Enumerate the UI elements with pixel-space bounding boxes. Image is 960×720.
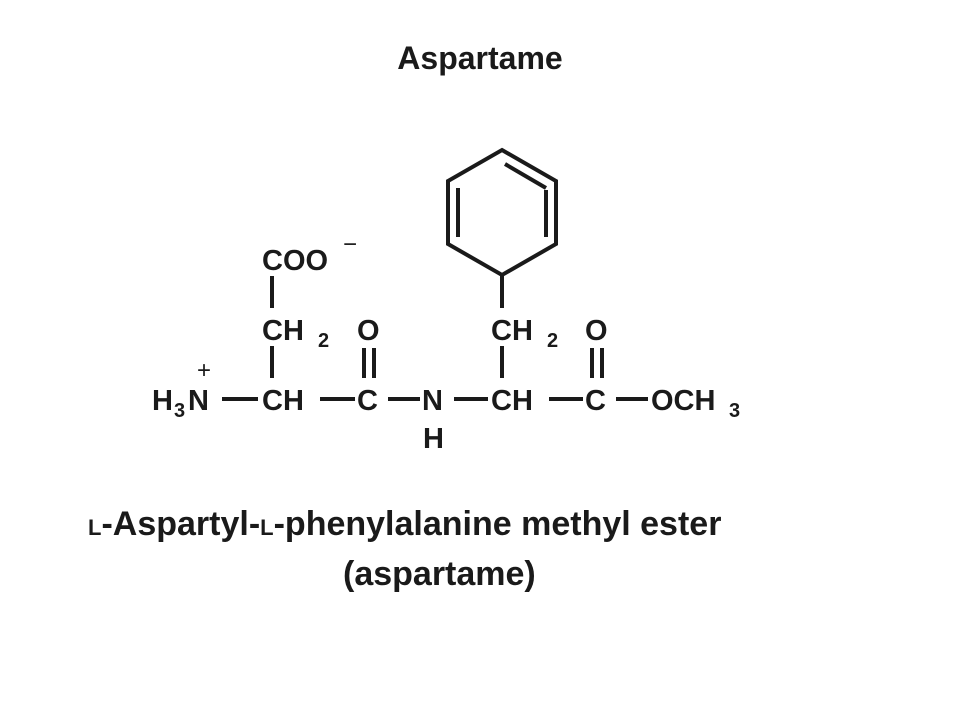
l-prefix-1: L [88, 515, 102, 540]
common-name: (aspartame) [343, 555, 536, 593]
amide-n: N [422, 385, 443, 417]
ch2-right-h: H [512, 315, 533, 347]
carbonyl-o-right: O [585, 315, 608, 347]
carbonyl-c-left: C [357, 385, 378, 417]
coo-charge: − [343, 231, 357, 258]
backbone: + H 3 N CH C N CH C OCH 3 [152, 357, 740, 422]
benzene-ring [446, 147, 558, 278]
aspartame-structure: COO − C H 2 O C H 2 O + H 3 N CH C N CH … [152, 147, 740, 455]
slide-title: Aspartame [397, 40, 563, 76]
carbonyl-c-right: C [585, 385, 606, 417]
alpha-ch-left: CH [262, 385, 304, 417]
carbonyl-o-left: O [357, 315, 380, 347]
l-prefix-2: L [260, 515, 274, 540]
phenyl-ch2: C H 2 [491, 315, 558, 352]
name-part-2: -phenylalanine methyl ester [273, 505, 722, 543]
name-part-1: -Aspartyl- [101, 505, 261, 543]
ch2-right-sub: 2 [547, 330, 558, 352]
amide-h: H [423, 423, 444, 455]
carboxylate-group: COO − [262, 231, 357, 277]
ch2-left-c: C [262, 315, 283, 347]
coo-label: COO [262, 245, 328, 277]
ch2-left-sub: 2 [318, 330, 329, 352]
ch2-left-h: H [283, 315, 304, 347]
ch2-right-c: C [491, 315, 512, 347]
chemical-name: L-Aspartyl-L-phenylalanine methyl ester [88, 505, 721, 544]
ammonium-n: N [188, 385, 209, 417]
ammonium-h: H [152, 385, 173, 417]
methoxy-sub: 3 [729, 400, 740, 422]
methoxy-group: OCH [651, 385, 715, 417]
aspartyl-ch2: C H 2 [262, 315, 329, 352]
alpha-ch-right: CH [491, 385, 533, 417]
ammonium-sub: 3 [174, 400, 185, 422]
ammonium-charge: + [197, 357, 211, 384]
